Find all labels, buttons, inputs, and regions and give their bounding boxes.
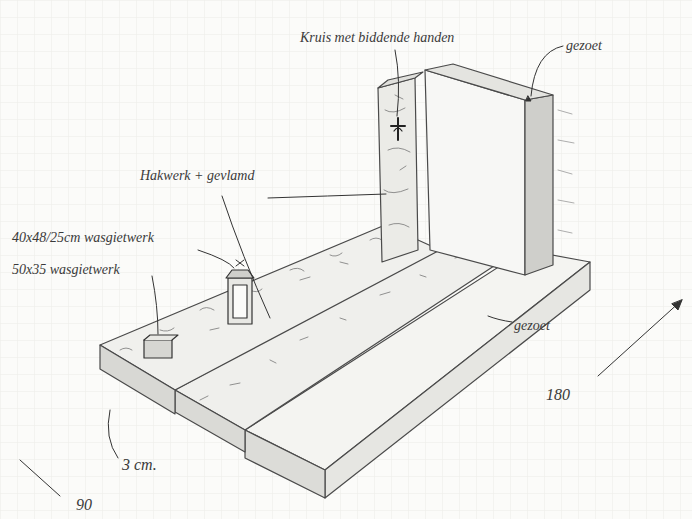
rough-upright bbox=[378, 72, 423, 262]
part-label: 50x35 wasgietwerk bbox=[12, 262, 120, 277]
sawn-stele bbox=[425, 64, 574, 275]
part-label: Kruis met biddende handen bbox=[300, 30, 454, 45]
vase bbox=[144, 335, 178, 358]
dimension-label: 90 bbox=[76, 496, 92, 514]
finish-label: gezoet bbox=[566, 38, 602, 53]
cross-symbol bbox=[391, 118, 405, 140]
dimension-label: 180 bbox=[546, 386, 570, 404]
lantern bbox=[226, 260, 254, 324]
part-label: 40x48/25cm wasgietwerk bbox=[12, 230, 154, 245]
dimension-label: 3 cm. bbox=[122, 456, 157, 474]
finish-label: gezoet bbox=[514, 318, 550, 333]
finish-label: Hakwerk + gevlamd bbox=[140, 168, 254, 183]
